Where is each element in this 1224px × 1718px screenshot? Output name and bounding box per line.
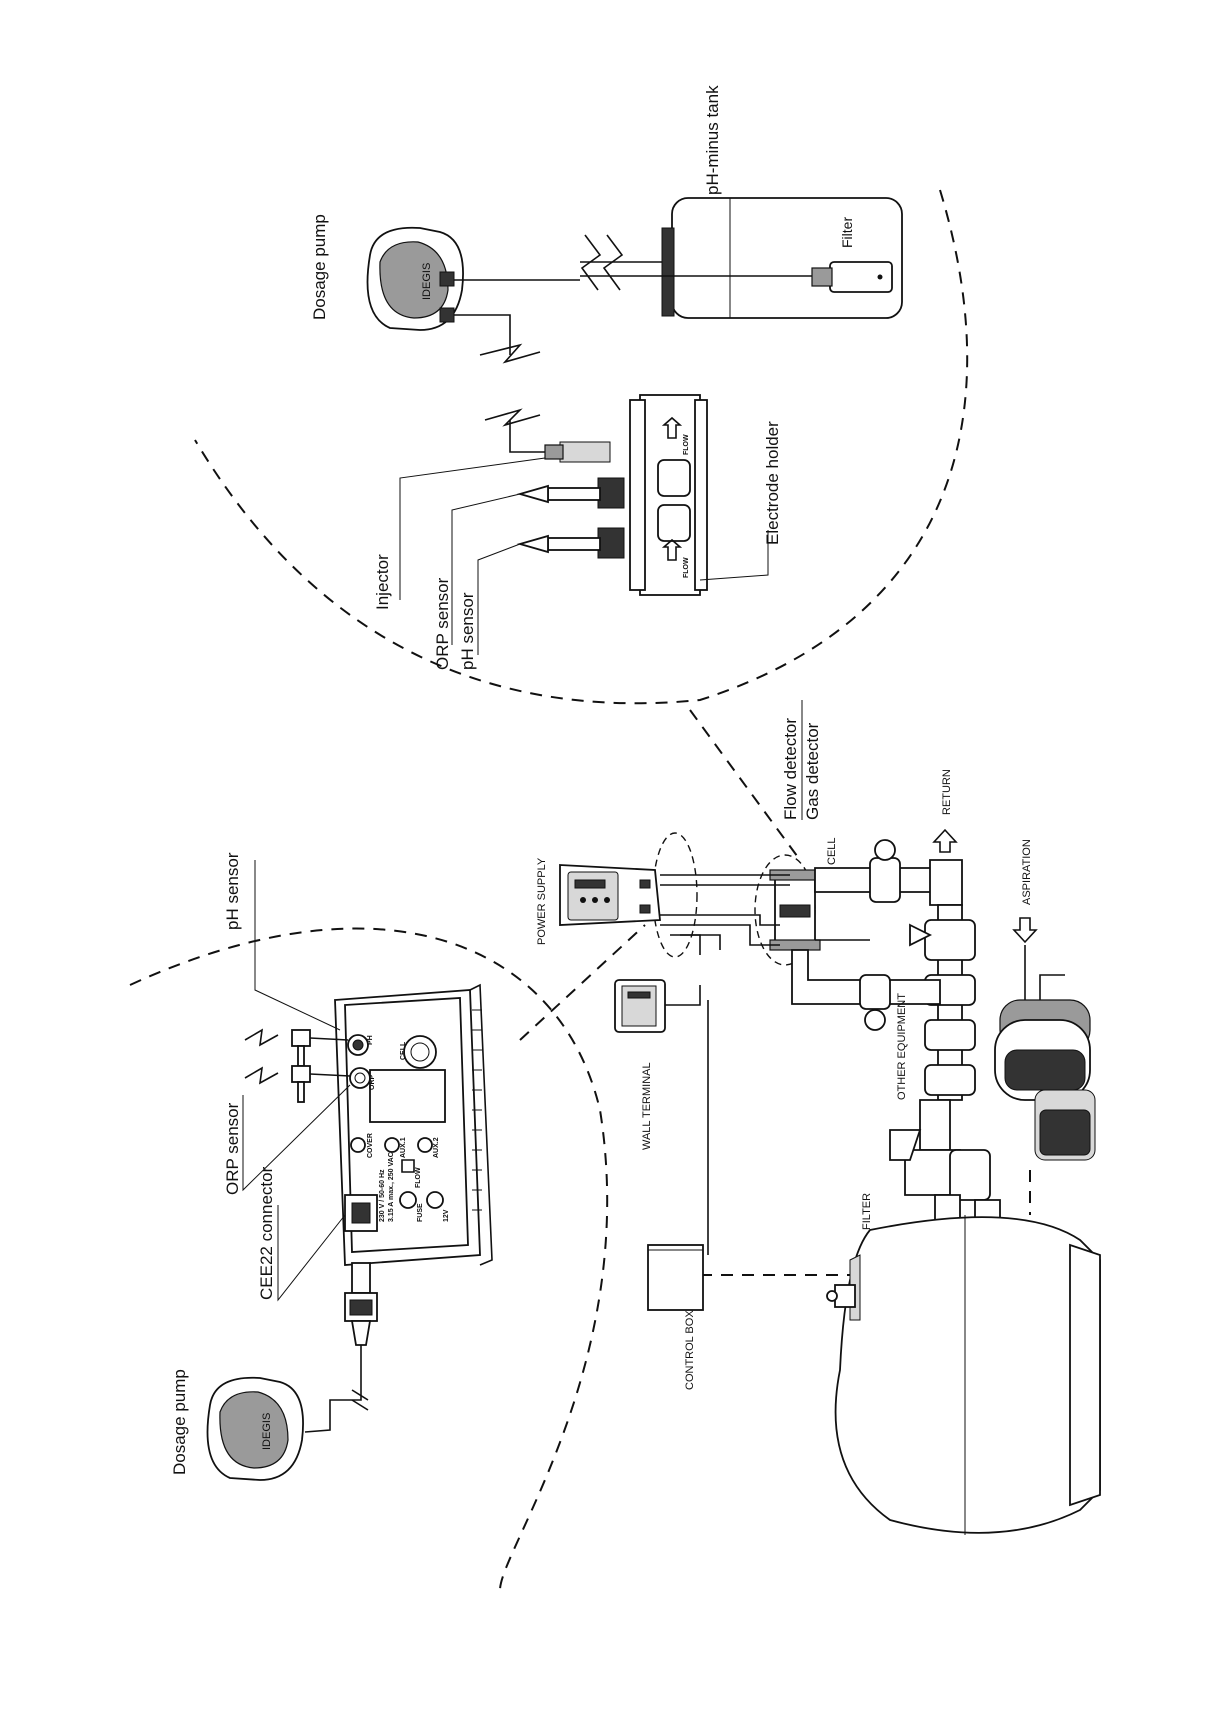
- leader-dash-1: [689, 709, 801, 861]
- gas-detector-label: Gas detector: [803, 722, 822, 820]
- power-supply-label: POWER SUPPLY: [536, 857, 548, 945]
- control-box: [647, 1244, 704, 1311]
- filter-label: FILTER: [861, 1193, 873, 1230]
- ph-minus-tank: [580, 197, 903, 319]
- left-detail-circle: [129, 927, 609, 1591]
- dosage-pump-right: IDEGIS: [366, 226, 580, 355]
- control-box-label: CONTROL BOX: [684, 1310, 696, 1390]
- aspiration-label: ASPIRATION: [1021, 839, 1033, 905]
- electrode-holder: FLOW FLOW: [509, 394, 708, 596]
- dosage-pump-right-label: Dosage pump: [310, 214, 329, 320]
- panel-aux2-label: AUX.2: [433, 1137, 440, 1158]
- dosage-pump-left: IDEGIS: [206, 1376, 304, 1481]
- ph-sensor-left-label: pH sensor: [223, 852, 242, 930]
- ph-sensor-right-label: pH sensor: [458, 592, 477, 670]
- electrode-holder-label: Electrode holder: [763, 421, 782, 545]
- panel-rating-label: 230 V / 50-60 Hz: [379, 1169, 386, 1222]
- return-label: RETURN: [941, 769, 953, 815]
- injector-label: Injector: [373, 554, 392, 610]
- pump-left-brand: IDEGIS: [261, 1413, 273, 1450]
- orp-sensor-left-label: ORP sensor: [223, 1102, 242, 1195]
- power-supply: [559, 864, 661, 926]
- supply-highlight: [652, 832, 698, 958]
- dosage-pump-left-label: Dosage pump: [170, 1369, 189, 1475]
- panel-12v-label: 12V: [443, 1209, 450, 1222]
- panel-rating2-label: 3.15 A max., 250 VAC: [388, 1152, 395, 1222]
- wall-terminal-label: WALL TERMINAL: [641, 1062, 653, 1150]
- right-detail-circle: [194, 189, 969, 705]
- tank-filter-label: Filter: [839, 217, 855, 248]
- leader-dash-2: [519, 924, 646, 1041]
- cell-label: CELL: [826, 837, 838, 865]
- wall-terminal: [614, 979, 701, 1033]
- panel-orp-label: ORP: [369, 1075, 376, 1091]
- other-equipment-label: OTHER EQUIPMENT: [896, 993, 908, 1100]
- circulation-pump: [994, 974, 1096, 1161]
- panel-flow-label: FLOW: [415, 1167, 422, 1188]
- control-panel: [334, 983, 493, 1266]
- panel-fuse-label: FUSE: [417, 1203, 424, 1222]
- panel-ph-label: PH: [367, 1035, 374, 1045]
- panel-cover-label: COVER: [367, 1133, 374, 1158]
- cee22-connector-label: CEE22 connector: [257, 1166, 276, 1300]
- flow-arrow-label-2: FLOW: [683, 557, 690, 578]
- sand-filter: [826, 1215, 1101, 1535]
- orp-sensor-right-label: ORP sensor: [433, 577, 452, 670]
- panel-aux1-label: AUX.1: [400, 1137, 407, 1158]
- pump-right-brand: IDEGIS: [421, 263, 433, 300]
- cee22-plug: [304, 1262, 378, 1433]
- left-sensors: [244, 1028, 351, 1103]
- flow-detector-label: Flow detector: [781, 718, 800, 820]
- ph-minus-tank-label: pH-minus tank: [703, 85, 722, 195]
- flow-arrow-label-1: FLOW: [683, 434, 690, 455]
- panel-cell-label: CELL: [400, 1041, 407, 1060]
- piping: [660, 828, 1038, 1231]
